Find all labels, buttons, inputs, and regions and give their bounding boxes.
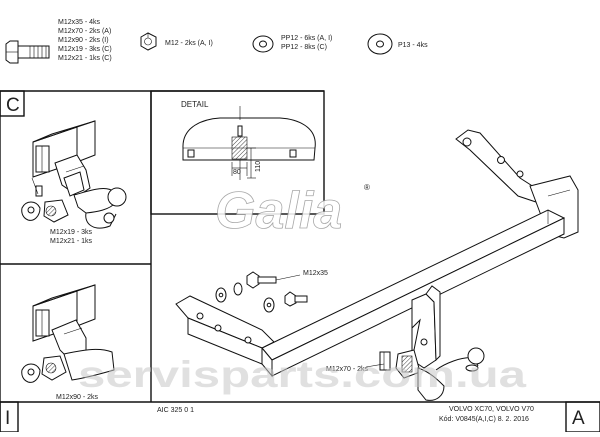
- main-tow-ball: [417, 347, 485, 401]
- bolt-icon: [5, 40, 50, 64]
- vehicle-models: VOLVO XC70, VOLVO V70: [449, 406, 534, 413]
- detail-hatched-section: [231, 136, 248, 160]
- washer-icon: [252, 35, 274, 53]
- washer-spec-1: PP12 - 6ks (A, I): [281, 35, 332, 42]
- panel-c-callout-1: M12x19 - 3ks: [50, 229, 93, 236]
- detail-dim-height: 110: [255, 161, 262, 172]
- panel-c-bracket: [54, 154, 91, 197]
- bolt-spec-1: M12x35 - 4ks: [58, 19, 101, 26]
- washer-spec-2: PP12 - 8ks (C): [281, 44, 327, 51]
- panel-c-label-box: [0, 90, 25, 117]
- washer-icon: [215, 282, 243, 303]
- detail-dimensions: [231, 147, 256, 180]
- washer-icon: [263, 297, 275, 313]
- drawing-code: AIC 325 0 1: [157, 407, 194, 414]
- panel-i-crossmember: [32, 284, 96, 342]
- detail-view: DETAIL 80 110: [181, 100, 316, 180]
- title-block: AIC 325 0 1 VOLVO XC70, VOLVO V70 Kód: V…: [157, 401, 600, 433]
- detail-dim-width: 80: [233, 169, 241, 176]
- main-callout-bottom: M12x70 - 2ks: [326, 366, 369, 373]
- bolt-spec-4: M12x19 - 3ks (C): [58, 46, 112, 53]
- bolt-icon: [284, 291, 308, 307]
- panel-i-letter: I: [5, 408, 10, 429]
- panel-c-socket-plate: [21, 177, 69, 223]
- panel-i-callout: M12x90 - 2ks: [56, 394, 99, 401]
- site-watermark: servisparts.com.ua: [78, 354, 527, 395]
- main-callout-top: M12x35: [303, 270, 328, 277]
- panel-c-callout-2: M12x21 - 1ks: [50, 238, 93, 245]
- panel-i-socket-plate: [21, 355, 67, 383]
- bolt-icon: [246, 271, 277, 289]
- detail-title: DETAIL: [181, 100, 209, 109]
- left-mounting-plate: [175, 295, 275, 365]
- panel-a-letter: A: [572, 408, 585, 429]
- bolt-spec-5: M12x21 - 1ks (C): [58, 55, 112, 62]
- main-assembly: M12x35 M12x70 - 2ks: [175, 129, 579, 401]
- bolt-spec-2: M12x70 - 2ks (A): [58, 28, 111, 35]
- nut-icon: [140, 32, 157, 51]
- galia-logo-text: Galia: [215, 182, 342, 240]
- galia-logo: Galia ®: [215, 182, 370, 241]
- panel-c-letter: C: [6, 95, 20, 116]
- panel-i-bar: [63, 348, 115, 381]
- detail-bumper-outline: [182, 117, 316, 161]
- panel-c-tow-ball: [73, 187, 127, 229]
- sheet-frame: [0, 90, 600, 432]
- panel-c: C M12x19: [0, 90, 127, 245]
- exploded-fasteners: [215, 271, 308, 313]
- bolt-spec-3: M12x90 - 2ks (I): [58, 37, 109, 44]
- large-washer-spec: P13 - 4ks: [398, 42, 428, 49]
- kod-and-date: Kód: V0845(A,I,C) 8. 2. 2016: [439, 416, 529, 423]
- main-socket-plate: [379, 349, 421, 379]
- registered-mark-icon: ®: [364, 183, 370, 192]
- right-side-bracket: [455, 129, 549, 207]
- panel-i: M12x90 - 2ks I: [0, 284, 115, 433]
- large-washer-icon: [367, 33, 393, 55]
- nut-spec: M12 - 2ks (A, I): [165, 40, 213, 47]
- hardware-legend: M12x35 - 4ks M12x70 - 2ks (A) M12x90 - 2…: [5, 19, 428, 64]
